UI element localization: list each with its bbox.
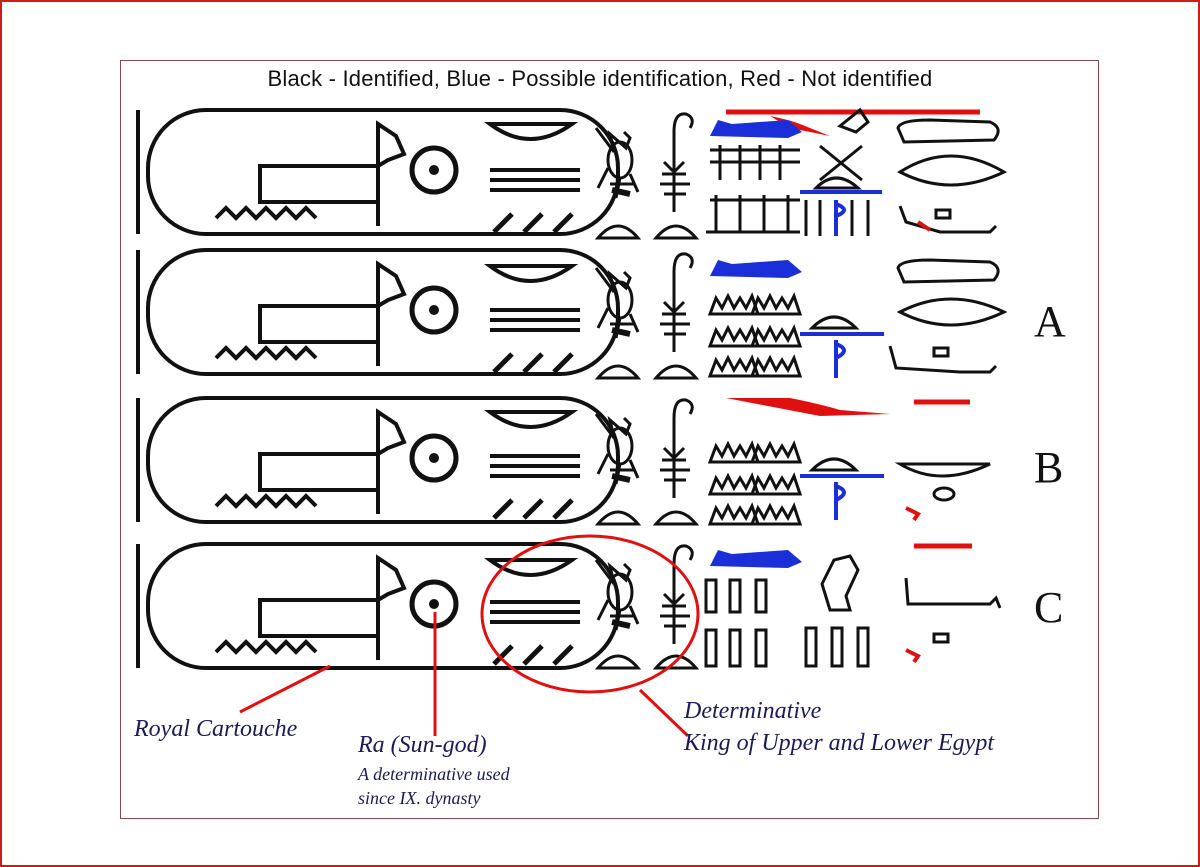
caption-royal-cartouche: Royal Cartouche <box>134 716 298 742</box>
caption-determinative: Determinative <box>684 698 822 724</box>
caption-ra-title: Ra (Sun-god) <box>358 732 487 758</box>
color-legend: Black - Identified, Blue - Possible iden… <box>267 66 933 91</box>
cartouche-row-1 <box>138 110 1008 240</box>
annotation-lines <box>239 534 700 738</box>
caption-king-upper-lower-egypt: King of Upper and Lower Egypt <box>684 730 994 756</box>
cartouche-row-a <box>138 250 1008 380</box>
row-label-c: C <box>1034 583 1064 632</box>
caption-ra-line1: A determinative used <box>358 764 510 784</box>
caption-ra-line2: since IX. dynasty <box>358 788 481 808</box>
figure-panel <box>120 60 1099 819</box>
cartouche-row-c <box>138 544 1002 668</box>
row-label-a: A <box>1034 297 1066 346</box>
cartouche-row-b <box>138 398 991 526</box>
row-label-b: B <box>1034 443 1064 492</box>
